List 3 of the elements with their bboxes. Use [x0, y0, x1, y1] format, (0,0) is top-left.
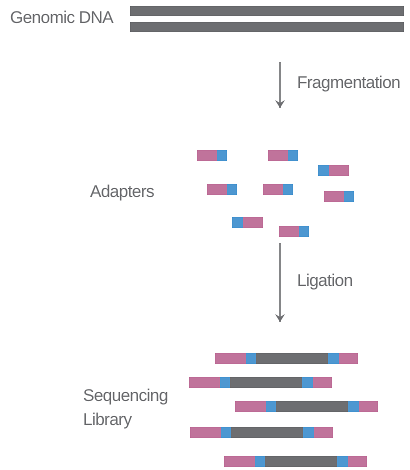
- step-label: Genomic DNA: [10, 7, 114, 29]
- step-label: Sequencing Library: [83, 385, 169, 431]
- step-label: Adapters: [90, 181, 156, 203]
